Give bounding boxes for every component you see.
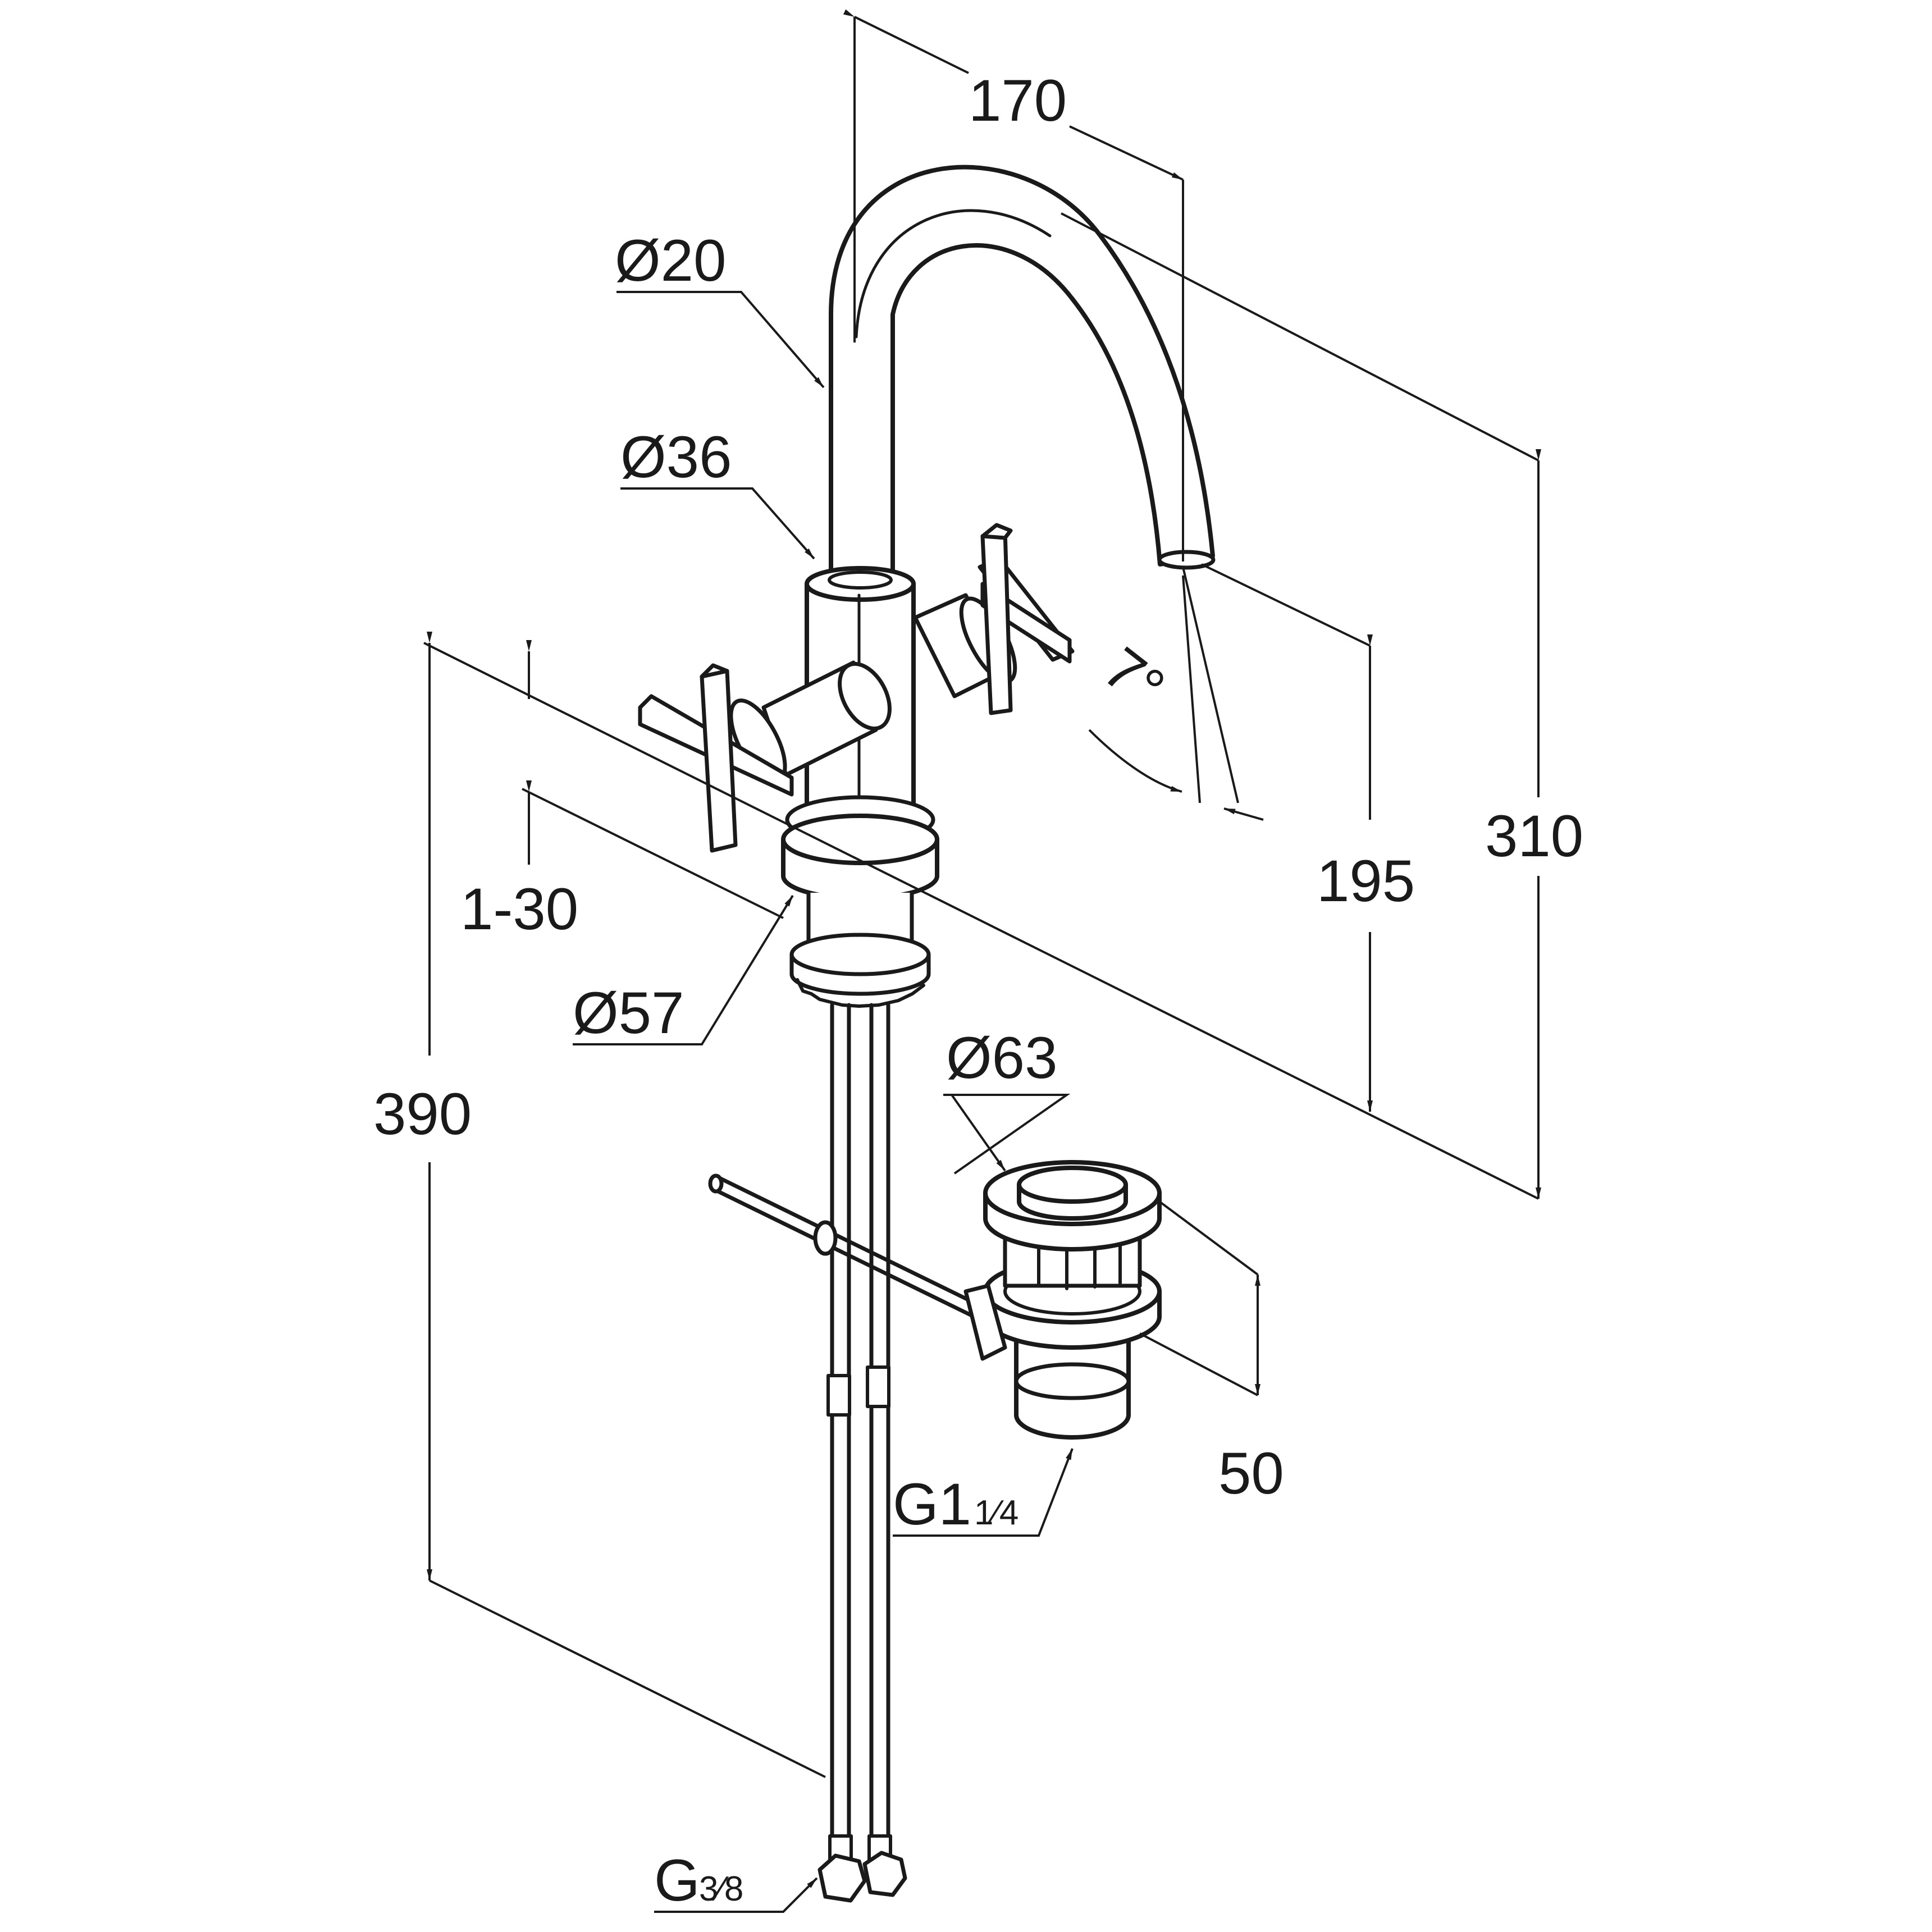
- dim-7deg-arc: [1088, 729, 1182, 793]
- dimension-labels: 170 Ø20 Ø36 7° 310 195 1-30 Ø57 390 Ø63 …: [373, 68, 1583, 1913]
- dim-390-ext-bottom: [429, 1579, 826, 1778]
- label-body-dia-36: Ø36: [620, 424, 732, 490]
- handle-right-arm-b: [980, 528, 1013, 715]
- dim-170-line-b: [1069, 125, 1184, 181]
- leader-g38: [654, 1877, 818, 1913]
- waste-cage-bars: [1037, 1220, 1122, 1290]
- dim-50-ext-bottom: [1139, 1332, 1258, 1396]
- label-pipe-dia-20: Ø20: [615, 228, 726, 294]
- dimension-lines: [423, 9, 1541, 1913]
- handle-left-arm-b: [700, 669, 738, 853]
- dim-195-ext-top: [1201, 563, 1371, 647]
- waste-body-ring: [1014, 1362, 1131, 1400]
- label-thread-g1: G1: [893, 1472, 971, 1537]
- label-range-1-30: 1-30: [460, 876, 578, 942]
- base-nut: [789, 933, 931, 976]
- dim-7deg-arrow-right: [1223, 807, 1264, 821]
- dim-base-ext: [423, 642, 1539, 1200]
- hose-clip-left: [826, 1374, 851, 1417]
- handle-left-stem-end: [838, 661, 892, 731]
- base-nut-teeth: [796, 978, 925, 1008]
- leader-dia-57: [573, 894, 794, 1045]
- spout-joint: [828, 570, 893, 590]
- label-width-170: 170: [969, 68, 1067, 134]
- dim-7deg-line-b: [1182, 567, 1239, 803]
- supply-hoses: [817, 1003, 907, 1903]
- drain-rod: [708, 1173, 982, 1322]
- base-rosette-top: [781, 814, 939, 865]
- label-thread-g: G: [654, 1848, 700, 1913]
- label-drain-dia-63: Ø63: [946, 1025, 1057, 1091]
- label-base-dia-57: Ø57: [573, 980, 684, 1046]
- waste-plug-cap: [1017, 1166, 1128, 1204]
- dim-170-line-a: [843, 9, 969, 74]
- leader-g114: [893, 1448, 1074, 1537]
- hose-clip-right: [866, 1365, 890, 1408]
- label-thread-g-frac: 3⁄8: [699, 1870, 743, 1908]
- leader-dia-36: [620, 487, 815, 560]
- drain-rod-top: [714, 1174, 982, 1308]
- handle-right-arm-b-top: [980, 523, 1013, 540]
- leader-dia-20: [616, 291, 825, 389]
- leader-dia-63: [951, 1094, 1006, 1172]
- label-total-390: 390: [373, 1081, 472, 1147]
- dim-50-ext-top: [1158, 1200, 1259, 1276]
- spout-outer: [829, 165, 1215, 581]
- drain-rod-end: [708, 1173, 724, 1194]
- dim-310-ext-top: [1061, 212, 1539, 462]
- handle-right: [913, 523, 1075, 715]
- base: [781, 795, 939, 1008]
- spout-highlight: [855, 209, 1052, 339]
- hose-nut-right: [862, 1851, 907, 1897]
- label-angle-7: 7°: [1091, 635, 1176, 721]
- spout: [829, 165, 1216, 581]
- leader-dia-63-hz: [943, 1094, 1071, 1175]
- handle-left-arm-b-top: [700, 663, 729, 679]
- waste-rod-connector: [963, 1284, 1007, 1361]
- spout-tip: [1157, 550, 1216, 570]
- label-height-310: 310: [1485, 803, 1583, 869]
- label-height-195: 195: [1317, 848, 1415, 914]
- drain-rod-bottom: [714, 1188, 982, 1322]
- hose-nut-left: [817, 1853, 867, 1903]
- label-drain-50: 50: [1218, 1441, 1284, 1506]
- label-thread-g1-frac: 1⁄4: [974, 1493, 1018, 1532]
- dim-7deg-line-a: [1182, 575, 1201, 803]
- drain-rod-knob: [813, 1220, 838, 1256]
- handle-left: [638, 660, 892, 853]
- dim-1-30-ext: [522, 788, 784, 919]
- popup-waste: [963, 1160, 1162, 1440]
